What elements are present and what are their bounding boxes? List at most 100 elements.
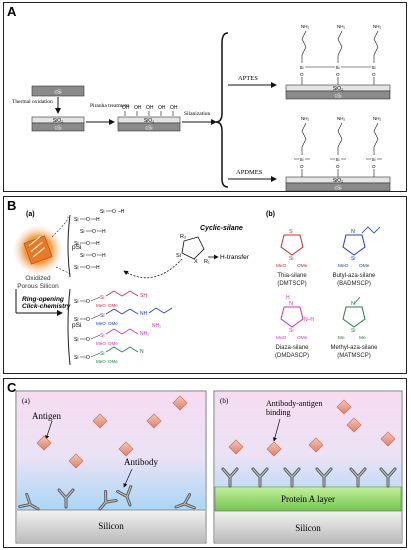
antibody-label: Antibody bbox=[124, 457, 159, 467]
si-oh: Si bbox=[100, 209, 104, 215]
psi-label-lower: pSi bbox=[72, 322, 81, 329]
chain-end: N bbox=[140, 349, 144, 355]
right-substituent: OMe bbox=[297, 335, 308, 341]
antigen bbox=[308, 437, 324, 453]
panel-c-diagram: Silicon (a) Antigen Antibody Protein A l… bbox=[15, 390, 403, 544]
left-substituent: Me bbox=[338, 335, 345, 341]
antigen-pointer bbox=[45, 420, 53, 440]
antigen bbox=[172, 395, 188, 411]
methoxy: MeO bbox=[96, 359, 106, 364]
si-oh: Si bbox=[80, 253, 84, 259]
h-atom: H bbox=[96, 217, 100, 223]
si-atom: Si bbox=[74, 337, 78, 343]
o-atom: O bbox=[300, 164, 304, 169]
antibody bbox=[283, 467, 301, 488]
zoom-line-top bbox=[51, 216, 69, 238]
hydroxylated-csi-label: cSi bbox=[146, 125, 153, 131]
psi-surface-lower bbox=[67, 288, 71, 366]
panel-c-b: Protein A layer Silicon (b) Antibody-ant… bbox=[213, 390, 403, 544]
alkyl-chain bbox=[337, 122, 343, 148]
antibody bbox=[349, 467, 367, 488]
o-atom: O bbox=[336, 164, 340, 169]
si-atom: Si bbox=[336, 157, 340, 162]
antigen bbox=[228, 439, 244, 455]
methoxy: OMe bbox=[108, 321, 118, 326]
silicon-atom: Si bbox=[289, 328, 293, 334]
oxidized-sio2-label: SiO₂ bbox=[53, 118, 63, 124]
alkyl-chain bbox=[373, 122, 379, 148]
methoxy: MeO bbox=[96, 321, 106, 326]
si-oh: Si bbox=[74, 241, 78, 247]
antigen bbox=[336, 399, 352, 415]
cyclic-si: Si bbox=[176, 253, 181, 259]
antibody bbox=[174, 493, 196, 510]
chain bbox=[105, 308, 139, 315]
antigen bbox=[266, 441, 282, 457]
grafted-si: Si bbox=[100, 333, 104, 339]
chain-end: SH bbox=[140, 293, 147, 299]
h-atom: H bbox=[96, 241, 100, 247]
panel-b-sub-a: (a) bbox=[26, 211, 35, 218]
amine-group: NH₂ bbox=[373, 116, 381, 121]
structure-abbr: (BADMSCP) bbox=[337, 281, 371, 287]
structure-name: Thia-silane bbox=[277, 273, 307, 279]
panel-b-sub-b: (b) bbox=[266, 211, 275, 218]
alkyl-chain bbox=[373, 30, 379, 56]
psi-label-upper: pSi bbox=[72, 244, 81, 251]
h-transfer-label: H-transfer bbox=[220, 254, 250, 261]
panel-c-a: Silicon (a) Antigen Antibody bbox=[15, 390, 207, 544]
heteroatom: N bbox=[351, 229, 355, 235]
binding-pointer bbox=[272, 418, 281, 442]
oxidized-csi-label: cSi bbox=[55, 125, 62, 131]
silicon-atom: Si bbox=[351, 256, 355, 262]
cyclic-r2: R₂ bbox=[180, 234, 186, 240]
panel-a-diagram: cSi Thermal oxidation SiO₂ cSi Piranha t… bbox=[12, 24, 391, 191]
methoxy: MeO bbox=[96, 341, 106, 346]
second-n: N–H bbox=[304, 317, 314, 323]
o-atom: O bbox=[86, 317, 90, 323]
amine-group: NH₂ bbox=[373, 24, 381, 29]
bond bbox=[90, 334, 101, 340]
bond bbox=[90, 314, 101, 320]
aptes-label: APTES bbox=[238, 75, 258, 82]
porous-silicon-particle bbox=[14, 226, 62, 274]
oh-group: OH bbox=[170, 105, 178, 111]
structure-abbr: (MATMSCP) bbox=[337, 353, 371, 359]
hydroxylated-sio2-label: SiO₂ bbox=[144, 118, 154, 124]
left-substituent: MeO bbox=[338, 263, 349, 269]
antibody-pointer bbox=[123, 468, 133, 488]
h-transfer-arrow bbox=[123, 258, 183, 279]
antibody bbox=[379, 467, 397, 488]
apdmes-sio2-label: SiO₂ bbox=[333, 178, 343, 184]
amine-group: NH₂ bbox=[337, 24, 345, 29]
silicon-atom: Si bbox=[351, 328, 355, 334]
antigen bbox=[36, 435, 52, 451]
chain-end: NH bbox=[140, 311, 148, 317]
heteroatom: S bbox=[289, 229, 293, 235]
silicon-label-a: Silicon bbox=[98, 521, 124, 531]
si-oh: Si bbox=[74, 217, 78, 223]
oh-group: OH bbox=[122, 105, 130, 111]
o-atom: O bbox=[86, 355, 90, 361]
bare-wafer: cSi bbox=[31, 85, 85, 97]
chain bbox=[105, 346, 139, 353]
psi-surface-upper bbox=[67, 214, 71, 278]
ring bbox=[280, 306, 304, 328]
ring-h: H bbox=[286, 295, 290, 301]
apdmes-label: APDMES bbox=[236, 169, 263, 176]
antigen-label: Antigen bbox=[32, 411, 61, 421]
alkyl-chain bbox=[301, 122, 307, 148]
si-atom: Si bbox=[74, 299, 78, 305]
piranha-label: Piranha treatment bbox=[90, 103, 129, 109]
o-atom: O bbox=[112, 209, 116, 215]
aptes-csi-label: cSi bbox=[335, 93, 342, 99]
si-atom: Si bbox=[74, 317, 78, 323]
antibody bbox=[57, 488, 75, 509]
